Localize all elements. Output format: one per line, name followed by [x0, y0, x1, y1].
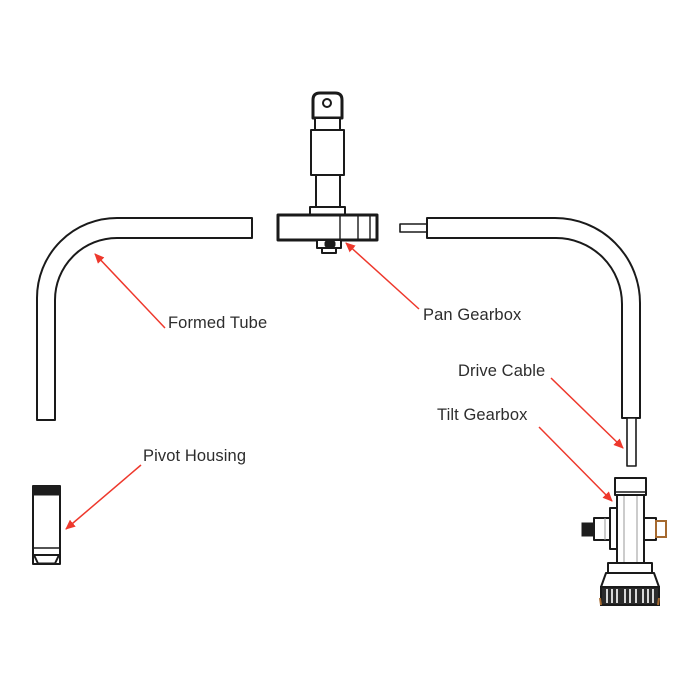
drive-cable-part: [626, 417, 637, 467]
pivot-housing-leader: [65, 464, 142, 530]
pivot-housing-label: Pivot Housing: [143, 447, 247, 465]
pan-gearbox-leader: [345, 242, 420, 310]
formed-tube-leader: [94, 253, 166, 329]
tilt-gearbox-part: [581, 477, 667, 606]
formed-tube-label: Formed Tube: [168, 314, 268, 332]
drive-cable-stub: [399, 223, 428, 233]
leader-lines: [65, 242, 624, 530]
right-formed-tube-part: [426, 217, 641, 419]
drive-cable-label: Drive Cable: [458, 362, 546, 380]
formed-tube-part: [36, 217, 253, 421]
pan-gearbox-part: [276, 91, 379, 254]
tilt-gearbox-leader: [538, 426, 613, 502]
pan-gearbox-label: Pan Gearbox: [423, 306, 522, 324]
tilt-gearbox-label: Tilt Gearbox: [437, 406, 528, 424]
pivot-housing-part: [32, 485, 61, 565]
drive-cable-leader: [550, 377, 624, 449]
